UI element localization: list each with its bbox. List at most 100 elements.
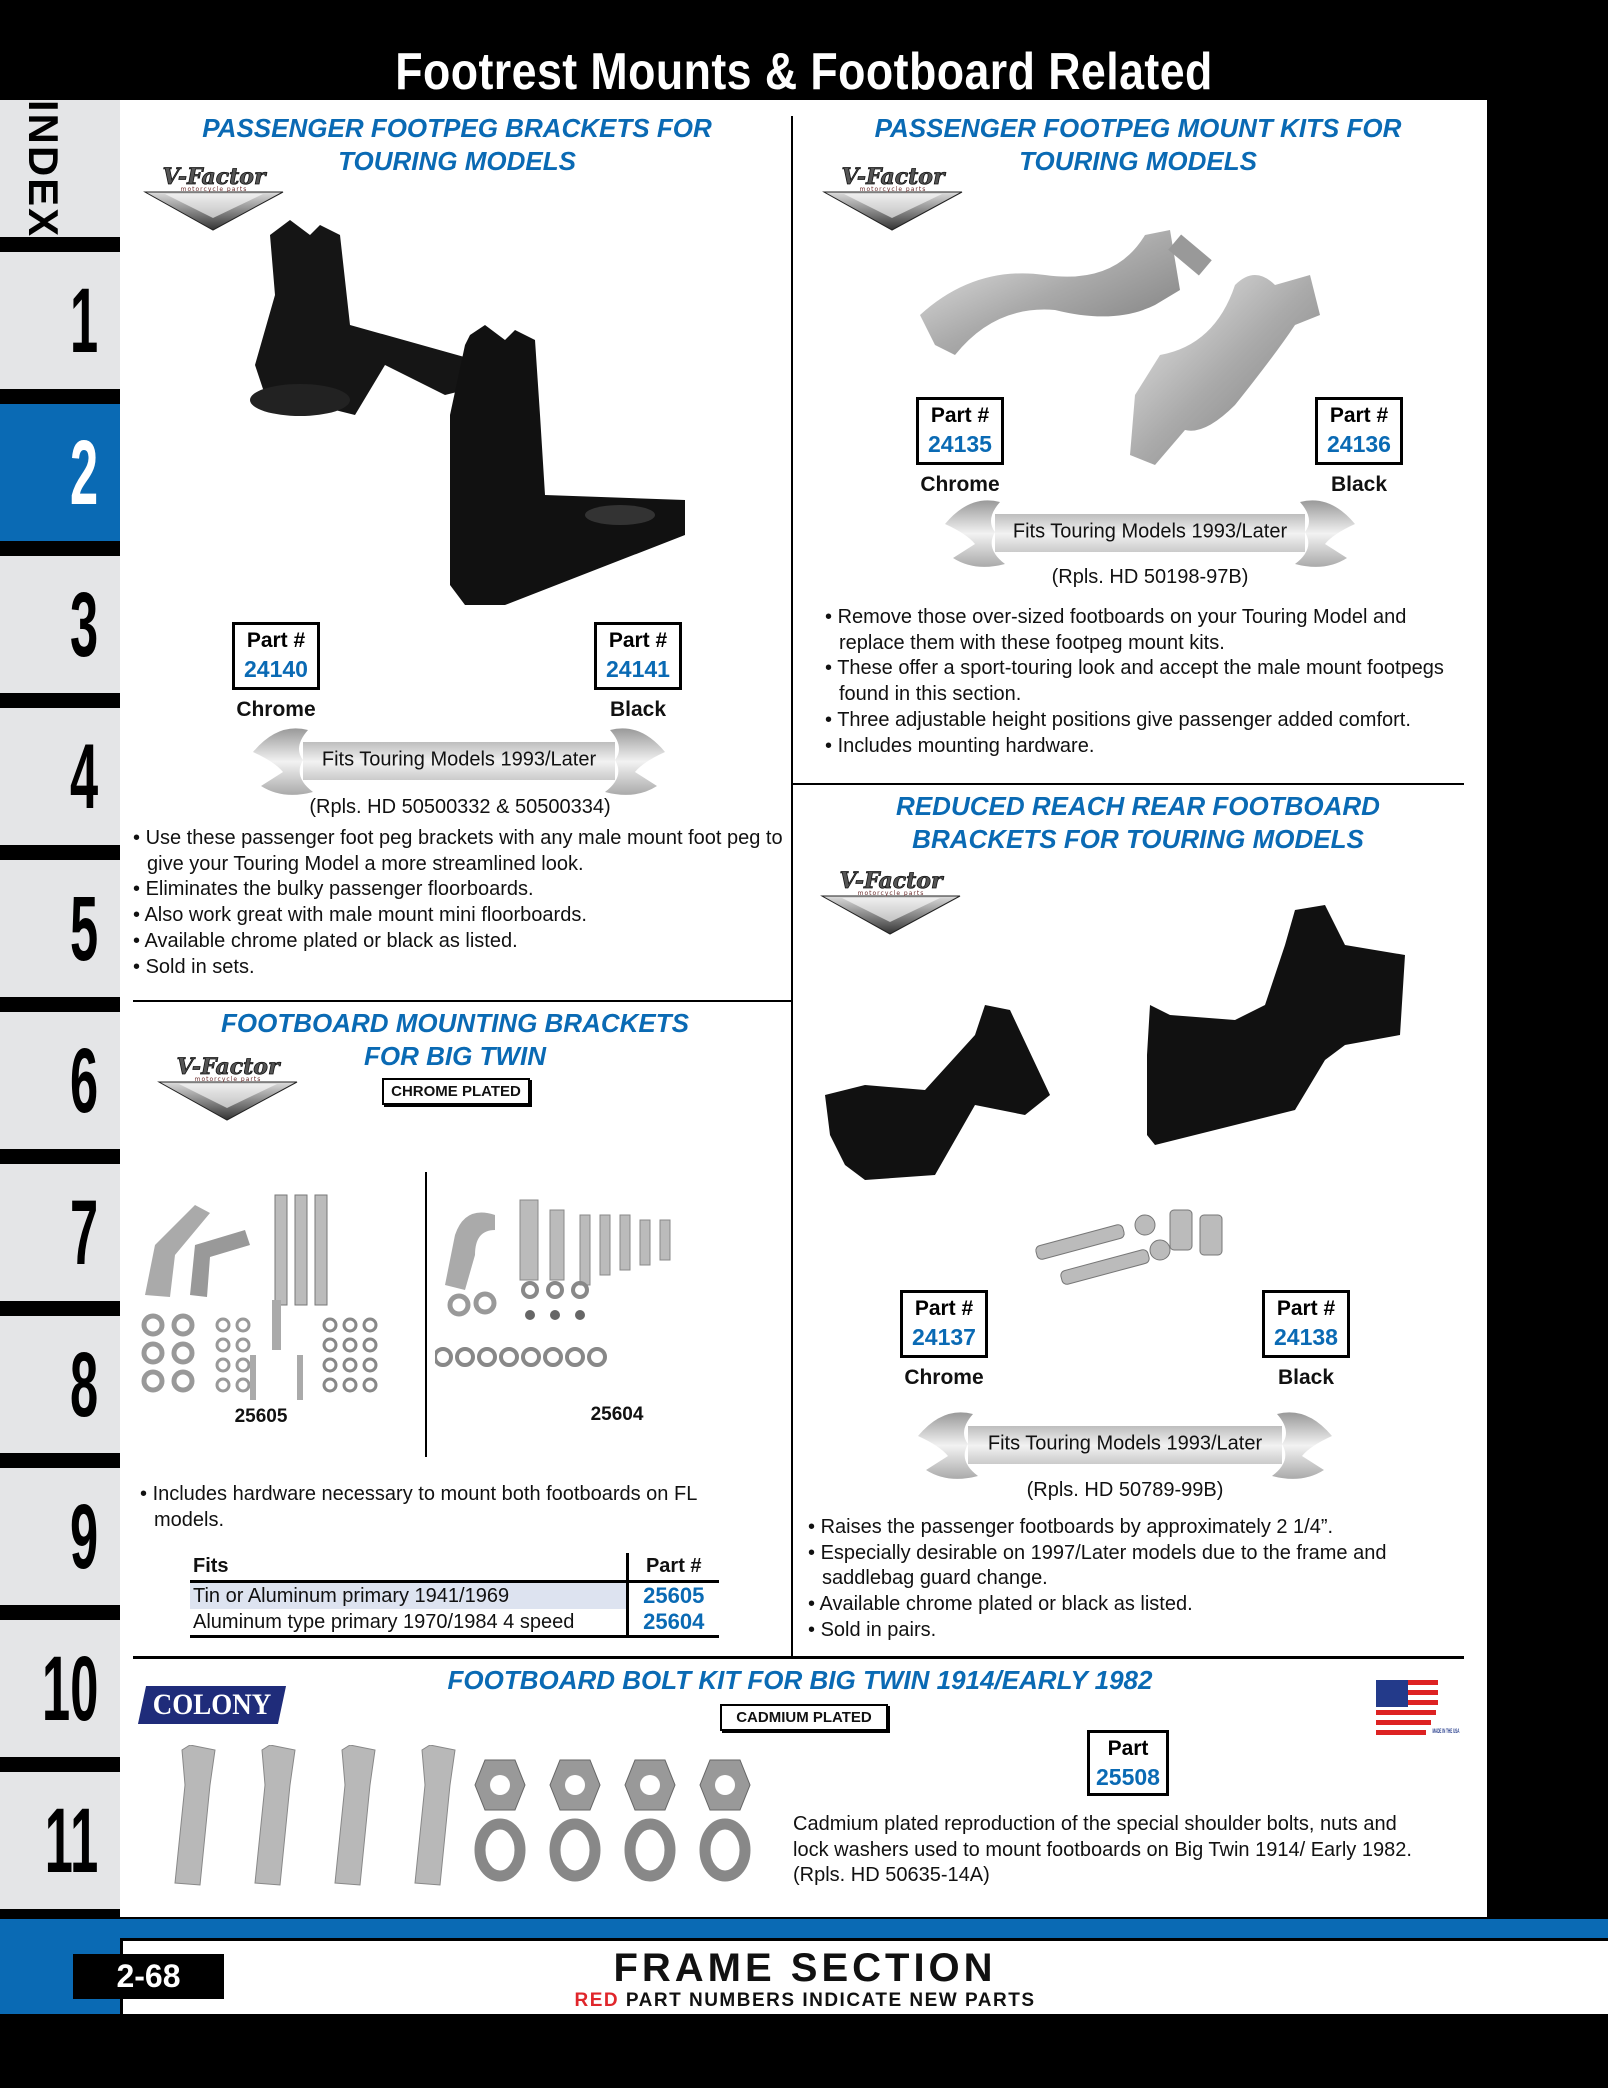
nut [362,1317,378,1333]
shoulder-bolt [334,1745,376,1886]
finish-label: Chrome [920,473,1000,496]
title-line: PASSENGER FOOTPEG MOUNT KITS FOR [874,113,1402,143]
fits-cell: Tin or Aluminum primary 1941/1969 [190,1581,629,1609]
part-label: Part [1107,1737,1149,1760]
section-divider [133,1000,792,1002]
tab-label: 11 [44,1789,98,1892]
section-tab-8[interactable]: 8 [0,1316,120,1453]
part-number-box: Part #24136 [1315,397,1403,465]
bullet-item: These offer a sport-touring look and acc… [825,656,1475,707]
fits-wrench-banner: Fits Touring Models 1993/Later [918,1406,1332,1482]
section-tab-1[interactable]: 1 [0,252,120,389]
bolt [297,1355,303,1400]
bullet-item: Remove those over-sized footboards on yo… [825,605,1475,656]
nut [322,1317,338,1333]
replaces-text: (Rpls. HD 50198-97B) [1051,566,1249,588]
bracket-arm [445,1212,495,1290]
section-tab-2[interactable]: 2 [0,389,120,556]
image-label: 25605 [234,1406,288,1427]
column-header: Part # [645,1555,702,1577]
part-number-cell: 25605 [627,1581,719,1609]
part-label: Part # [246,629,306,652]
part-label: Part # [930,404,990,427]
nut [525,1310,535,1320]
part-number: 24135 [928,431,992,457]
bracket-arm [190,1230,250,1297]
bolt [272,1300,278,1350]
title-line: BRACKETS FOR TOURING MODELS [912,824,1364,854]
nut [550,1310,560,1320]
lock-washer [624,1818,676,1882]
fits-text: Fits Touring Models 1993/Later [1012,520,1288,543]
hardware-kit-25604-image [435,1199,671,1367]
part-label: Part # [608,629,668,652]
bullet-item: Especially desirable on 1997/Later model… [808,1541,1468,1592]
shoulder-bolt [174,1745,216,1886]
bullet-item: Use these passenger foot peg brackets wi… [133,826,783,877]
washer [141,1313,165,1337]
washer [215,1337,231,1353]
part-number: 24141 [606,656,670,682]
nut [362,1357,378,1373]
reduced-reach-brackets-image [825,905,1405,1285]
washer [473,1291,497,1315]
finish-label: Black [1330,473,1388,496]
washer [235,1317,251,1333]
image-divider [425,1172,427,1457]
bolt [639,1219,651,1266]
part-number: 24140 [244,656,308,682]
feature-list: Raises the passenger footboards by appro… [808,1515,1468,1644]
v-factor-logo-subtext: motorcycle parts [181,186,248,193]
footpeg-mount-kits-image [920,230,1320,465]
section-tab-11[interactable]: 11 [0,1772,120,1909]
section-tab-7[interactable]: 7 [0,1164,120,1301]
nut [521,1281,539,1299]
nut-hole [565,1775,585,1795]
nut [571,1281,589,1299]
finish-label: Black [609,698,667,721]
washer [141,1369,165,1393]
bolt-kit-image [174,1745,751,1886]
bolt [579,1214,591,1286]
section-tab-index[interactable]: INDEX [0,99,120,238]
column-header: Fits [190,1553,629,1582]
washer [587,1347,607,1367]
section-tab-3[interactable]: 3 [0,556,120,693]
finish-badge: CHROME PLATED [382,1078,530,1105]
section-divider [133,1656,1464,1659]
section-tab-4[interactable]: 4 [0,708,120,845]
bolt [294,1194,308,1306]
section-tab-6[interactable]: 6 [0,1012,120,1149]
section-tab-10[interactable]: 10 [0,1620,120,1757]
section-tab-9[interactable]: 9 [0,1468,120,1605]
nut [575,1310,585,1320]
product-description: Cadmium plated reproduction of the speci… [793,1813,1412,1887]
washer [435,1347,453,1367]
v-factor-logo-text: V-Factor [839,868,944,894]
footpeg-brackets-image [250,220,685,605]
part-number-box: Part # 24141 [594,622,682,690]
red-word: RED [574,1990,620,2011]
part-number: 24137 [912,1324,976,1350]
bolt [274,1194,288,1306]
nut [546,1281,564,1299]
washer [455,1347,475,1367]
nut [342,1337,358,1353]
title-line: FOR BIG TWIN [364,1041,546,1071]
part-label: Part # [914,1297,974,1320]
tab-label: 8 [69,1333,98,1436]
section-title: FOOTBOARD BOLT KIT FOR BIG TWIN 1914/EAR… [447,1665,1153,1695]
section-tab-5[interactable]: 5 [0,860,120,997]
section-name: FRAME SECTION [613,1946,997,1990]
nut-hole [715,1775,735,1795]
new-parts-note: RED PART NUMBERS INDICATE NEW PARTS [400,1990,1210,2012]
replaces-text: (Rpls. HD 50789-99B) [1026,1479,1224,1501]
tab-label: 9 [69,1485,98,1588]
